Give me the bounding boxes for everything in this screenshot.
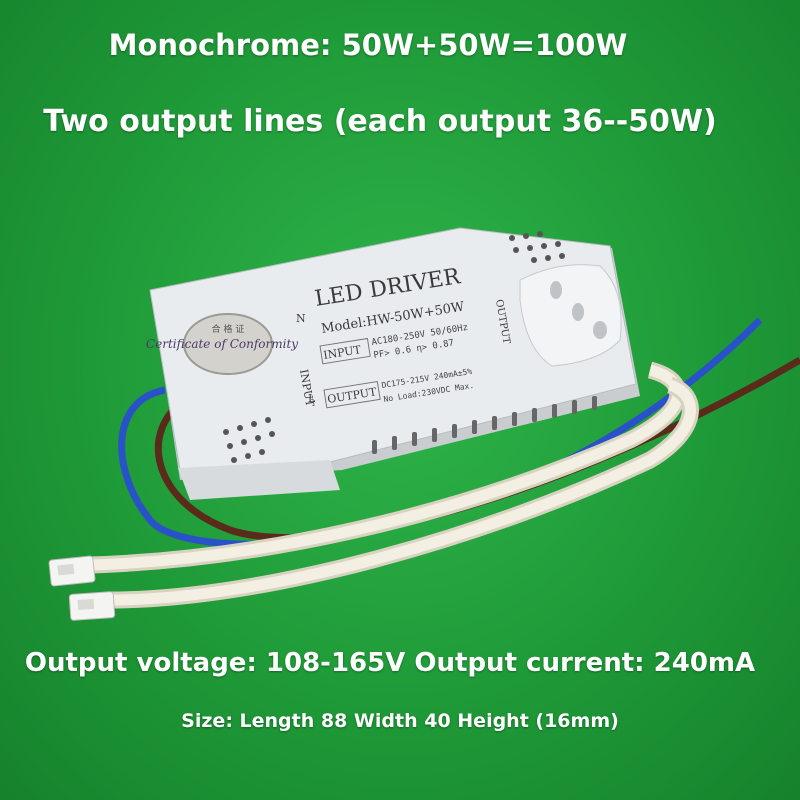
conformity-sticker: 合 格 证 Certificate of Conformity (146, 313, 298, 375)
headline-power: Monochrome: 50W+50W=100W (108, 28, 628, 62)
sticker-text: Certificate of Conformity (146, 337, 298, 351)
headline-outputs: Two output lines (each output 36--50W) (43, 104, 717, 139)
vent-dots-right (509, 231, 565, 263)
pin-l-label: L (308, 392, 316, 405)
input-label: INPUT (322, 343, 362, 362)
driver-case: 合 格 证 Certificate of Conformity LED DRIV… (146, 227, 640, 500)
connector-top (48, 555, 96, 587)
connector-bottom (68, 591, 116, 621)
wires (48, 317, 800, 621)
output-spec-caption: Output voltage: 108-165V Output current:… (24, 648, 756, 678)
vent-dots-left (223, 417, 275, 463)
size-caption: Size: Length 88 Width 40 Height (16mm) (181, 710, 619, 732)
terminal-cover (519, 264, 622, 367)
vent-slots (372, 396, 597, 454)
svg-text:合 格 证: 合 格 证 (212, 323, 245, 335)
pin-n-label: N (296, 312, 306, 325)
